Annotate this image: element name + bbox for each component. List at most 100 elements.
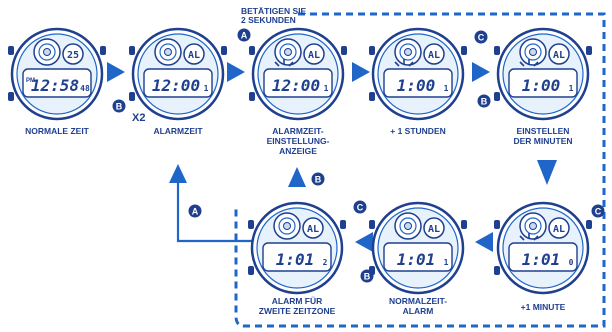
svg-text:B: B xyxy=(315,175,322,185)
mode-indicator-text: AL xyxy=(553,50,565,61)
arrow-second-zone-up xyxy=(288,167,306,187)
seconds-digits: 1 xyxy=(324,84,329,93)
svg-text:B: B xyxy=(364,272,371,282)
mode-indicator xyxy=(423,43,445,65)
svg-text:C: C xyxy=(478,33,485,43)
time-display xyxy=(508,242,578,272)
mode-indicator xyxy=(183,43,205,65)
time-display xyxy=(143,68,213,98)
svg-text:A: A xyxy=(192,207,199,217)
watch-normal-alarm: AL 1:01 1 xyxy=(369,201,467,295)
time-display xyxy=(383,242,453,272)
side-button xyxy=(461,46,467,55)
svg-text:A: A xyxy=(241,31,248,41)
mode-indicator xyxy=(423,217,445,239)
watch-second-zone-alarm: AL 1:01 2 xyxy=(248,201,346,295)
seconds-digits: 1 xyxy=(569,84,574,93)
button-b-badge: B xyxy=(112,99,126,113)
time-digits: 12:00 xyxy=(152,76,200,95)
side-button xyxy=(8,46,14,55)
press-region-frame xyxy=(234,12,606,328)
side-button xyxy=(461,220,467,229)
button-c-badge: C xyxy=(474,30,488,44)
seconds-digits: 48 xyxy=(80,84,90,93)
time-display xyxy=(383,68,453,98)
side-button xyxy=(340,220,346,229)
arrow-normal-to-alarm xyxy=(107,62,125,82)
mode-indicator xyxy=(302,217,324,239)
mode-indicator-text: AL xyxy=(553,224,565,235)
side-button xyxy=(586,220,592,229)
seconds-digits: 1 xyxy=(444,258,449,267)
watch-label: ALARMZEIT- xyxy=(272,126,324,136)
button-c-badge: C xyxy=(353,200,367,214)
side-button xyxy=(129,46,135,55)
side-button xyxy=(341,46,347,55)
time-display xyxy=(263,68,333,98)
watch-label: ALARMZEIT xyxy=(153,126,203,136)
side-button xyxy=(369,220,375,229)
arrow-minute-to-normal-alarm xyxy=(475,232,493,252)
mode-indicator-text: AL xyxy=(428,50,440,61)
side-button xyxy=(249,92,255,101)
seconds-digits: 2 xyxy=(323,258,328,267)
side-button xyxy=(369,46,375,55)
watch-label: +1 MINUTE xyxy=(521,302,566,312)
watch-label: + 1 STUNDEN xyxy=(390,126,446,136)
repeat-count: X2 xyxy=(132,112,145,124)
time-digits: 12:58 xyxy=(31,76,79,95)
press-note-line1: BETÄTIGEN SIE xyxy=(241,6,307,16)
watch-label: ANZEIGE xyxy=(279,146,317,156)
watch-label: EINSTELLUNG- xyxy=(267,136,330,146)
side-button xyxy=(8,92,14,101)
arrow-normal-alarm-to-second-zone xyxy=(355,232,373,252)
time-display xyxy=(262,242,332,272)
mode-indicator xyxy=(548,217,570,239)
press-note-line2: 2 SEKUNDEN xyxy=(241,15,296,25)
arrow-setting-to-hour xyxy=(352,62,370,82)
watch-label: NORMALE ZEIT xyxy=(25,126,90,136)
mode-indicator xyxy=(548,43,570,65)
arrow-back-to-alarm-head xyxy=(169,164,187,183)
side-button xyxy=(249,46,255,55)
side-button xyxy=(494,266,500,275)
watch-set-minutes: AL 1:00 1 xyxy=(494,27,592,121)
watch-label: ZWEITE ZEITZONE xyxy=(259,306,336,316)
time-digits: 1:01 xyxy=(397,250,436,269)
button-b-badge: B xyxy=(477,94,491,108)
svg-text:B: B xyxy=(481,97,488,107)
side-button xyxy=(494,46,500,55)
svg-text:C: C xyxy=(595,207,602,217)
mode-indicator xyxy=(303,43,325,65)
side-button xyxy=(494,92,500,101)
button-c-badge: C xyxy=(591,204,605,218)
time-digits: 1:01 xyxy=(276,250,315,269)
time-digits: 12:00 xyxy=(272,76,320,95)
mode-indicator-text: AL xyxy=(307,224,319,235)
side-button xyxy=(221,46,227,55)
side-button xyxy=(494,220,500,229)
arrow-hour-to-minutes xyxy=(472,62,490,82)
mode-indicator-text: AL xyxy=(428,224,440,235)
time-display xyxy=(508,68,578,98)
watch-label: DER MINUTEN xyxy=(513,136,572,146)
arrow-alarm-to-setting xyxy=(227,62,245,82)
side-button xyxy=(586,46,592,55)
button-b-badge: B xyxy=(311,172,325,186)
button-a-badge: A xyxy=(237,28,251,42)
watch-label: NORMALZEIT- xyxy=(389,296,447,306)
watch-label: EINSTELLEN xyxy=(517,126,570,136)
side-button xyxy=(248,220,254,229)
side-button xyxy=(248,266,254,275)
time-digits: 1:00 xyxy=(397,76,436,95)
time-digits: 1:00 xyxy=(522,76,561,95)
time-display xyxy=(22,68,92,98)
mode-indicator-text: AL xyxy=(188,50,200,61)
side-button xyxy=(369,92,375,101)
arrow-minutes-down xyxy=(537,160,557,185)
